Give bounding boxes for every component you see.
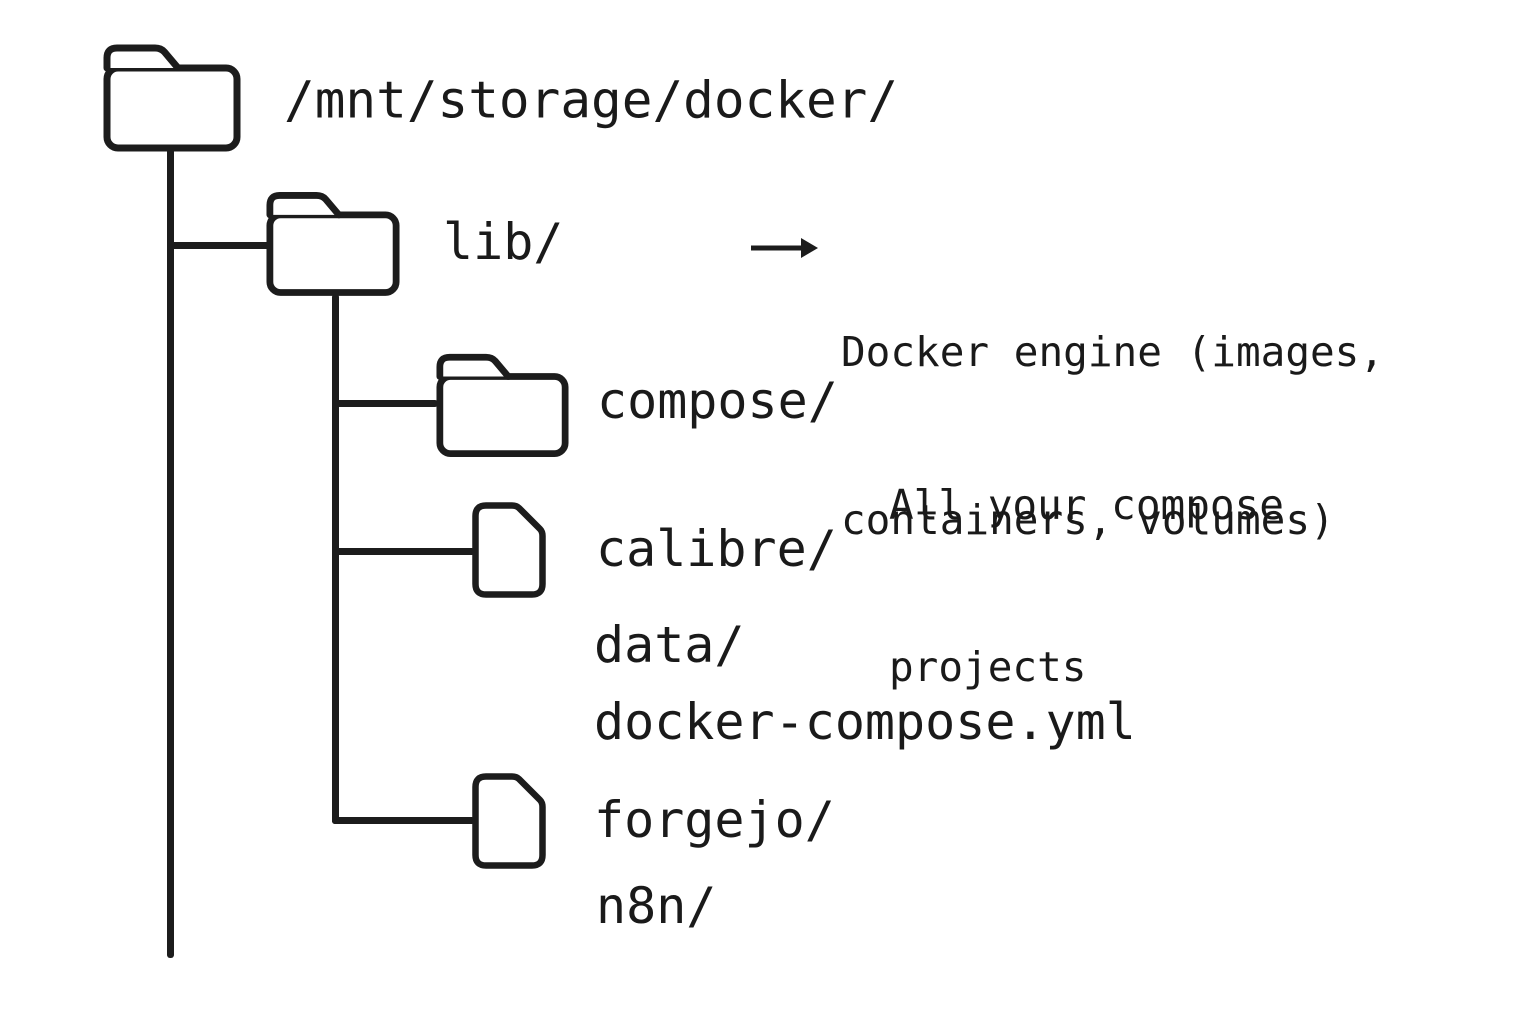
file-icon xyxy=(472,502,546,598)
docker-engine-annotation: Docker engine (images, containers, volum… xyxy=(841,212,1384,660)
docker-compose-yml-label: docker-compose.yml xyxy=(594,693,1136,751)
compose-projects-annotation: All your compose projects xyxy=(889,370,1284,802)
folder-icon xyxy=(103,42,241,152)
root-path-label: /mnt/storage/docker/ xyxy=(284,71,899,131)
folder-icon xyxy=(436,349,569,460)
lib-vertical-line xyxy=(332,294,339,824)
n8n-dir-label: n8n/ xyxy=(596,877,717,935)
calibre-branch-line xyxy=(332,548,475,555)
data-dir-label: data/ xyxy=(594,616,745,674)
compose-projects-annotation-line1: All your compose xyxy=(889,481,1284,529)
compose-branch-line xyxy=(332,400,438,407)
calibre-dir-label: calibre/ xyxy=(596,520,837,578)
compose-dir-label: compose/ xyxy=(597,372,838,430)
docker-engine-annotation-line2: containers, volumes) xyxy=(841,496,1335,544)
lib-branch-line xyxy=(167,242,271,249)
lib-dir-label: lib/ xyxy=(443,213,564,271)
compose-projects-annotation-line2: projects xyxy=(889,643,1087,691)
root-vertical-line xyxy=(167,147,174,958)
file-icon xyxy=(472,773,546,869)
folder-icon xyxy=(266,188,400,298)
docker-engine-annotation-line1: Docker engine (images, xyxy=(841,328,1385,376)
forgejo-branch-line xyxy=(332,817,475,824)
arrow-right-icon xyxy=(748,233,820,263)
forgejo-dir-label: forgejo/ xyxy=(594,791,835,849)
